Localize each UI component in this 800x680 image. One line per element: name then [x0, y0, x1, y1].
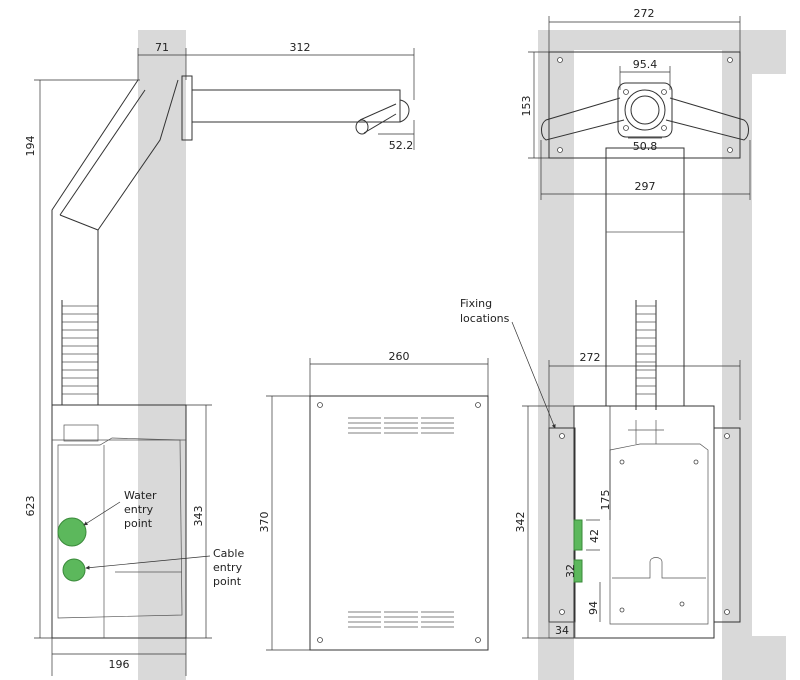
front-view: 272 95.4 50.8: [460, 7, 786, 680]
dim-spout-drop: 52.2: [378, 120, 415, 152]
svg-text:153: 153: [520, 96, 533, 117]
dim-cover-width: 260: [309, 350, 489, 396]
svg-text:297: 297: [635, 180, 656, 193]
svg-text:343: 343: [192, 506, 205, 527]
svg-text:50.8: 50.8: [633, 140, 658, 153]
dim-side-box-height: 343: [186, 404, 212, 639]
svg-text:94: 94: [587, 601, 600, 615]
cable-entry-label-3: point: [213, 575, 242, 588]
svg-text:272: 272: [634, 7, 655, 20]
svg-text:95.4: 95.4: [633, 58, 658, 71]
front-wall-right: [722, 30, 752, 680]
svg-text:194: 194: [24, 136, 37, 157]
svg-text:52.2: 52.2: [389, 139, 414, 152]
svg-text:312: 312: [290, 41, 311, 54]
dim-spout-length: 312: [186, 41, 415, 100]
cable-entry-label-2: entry: [213, 561, 243, 574]
svg-text:34: 34: [555, 624, 569, 637]
side-view: 71 312 52.2: [24, 30, 415, 680]
back-box: [548, 405, 741, 639]
lower-fixing-marker: [573, 559, 583, 583]
dim-side-box-width: 196: [51, 638, 187, 676]
svg-text:196: 196: [109, 658, 130, 671]
dim-fix-to-top: 175: [599, 406, 612, 520]
svg-text:272: 272: [580, 351, 601, 364]
fixing-label-2: locations: [460, 312, 510, 325]
spout: [181, 75, 410, 141]
dim-bracket-centre-bottom: 50.8: [628, 137, 662, 153]
dim-front-top-width: 272: [548, 7, 741, 52]
water-entry-label-2: entry: [124, 503, 154, 516]
svg-text:42: 42: [588, 529, 601, 543]
front-wall-foot: [752, 636, 786, 680]
cover-view: 260 370: [258, 350, 489, 651]
dim-bottom-offset: 94: [587, 582, 601, 622]
dim-back-width: 272: [548, 351, 741, 430]
cover-panel: [309, 395, 489, 651]
svg-text:342: 342: [514, 512, 527, 533]
side-box: [51, 404, 187, 639]
dim-green-upper: 42: [586, 519, 601, 551]
upper-fixing-marker: [573, 519, 583, 551]
water-entry-label-1: Water: [124, 489, 157, 502]
front-column: [605, 157, 685, 410]
dim-bracket-height: 153: [520, 51, 549, 159]
dim-side-upper-height: 194: [24, 79, 140, 210]
dim-arm-span: 297: [540, 140, 751, 200]
svg-text:370: 370: [258, 512, 271, 533]
dim-cover-height: 370: [258, 395, 310, 651]
dim-green-lower: 32: [564, 564, 577, 578]
front-wall-ledge: [752, 30, 786, 74]
svg-text:260: 260: [389, 350, 410, 363]
front-wall-left: [538, 30, 574, 680]
svg-text:71: 71: [155, 41, 169, 54]
cable-entry-point: [62, 558, 86, 582]
dim-back-height: 342: [514, 405, 574, 639]
svg-text:32: 32: [564, 564, 577, 578]
water-entry-label-3: point: [124, 517, 153, 530]
water-entry-point: [57, 517, 87, 547]
cover-vents-bottom: [348, 611, 454, 628]
dim-side-wall-depth: 71: [137, 41, 187, 80]
cover-vents-top: [348, 417, 454, 434]
bracket-arms: [541, 82, 749, 141]
arm-tube: [51, 79, 179, 405]
svg-text:175: 175: [599, 490, 612, 511]
side-wall: [138, 30, 186, 680]
cable-entry-label-1: Cable: [213, 547, 244, 560]
dim-bracket-centre-top: 95.4: [619, 58, 671, 90]
dim-side-total-height: 623: [24, 210, 54, 639]
svg-text:623: 623: [24, 496, 37, 517]
fixing-label-1: Fixing: [460, 297, 492, 310]
